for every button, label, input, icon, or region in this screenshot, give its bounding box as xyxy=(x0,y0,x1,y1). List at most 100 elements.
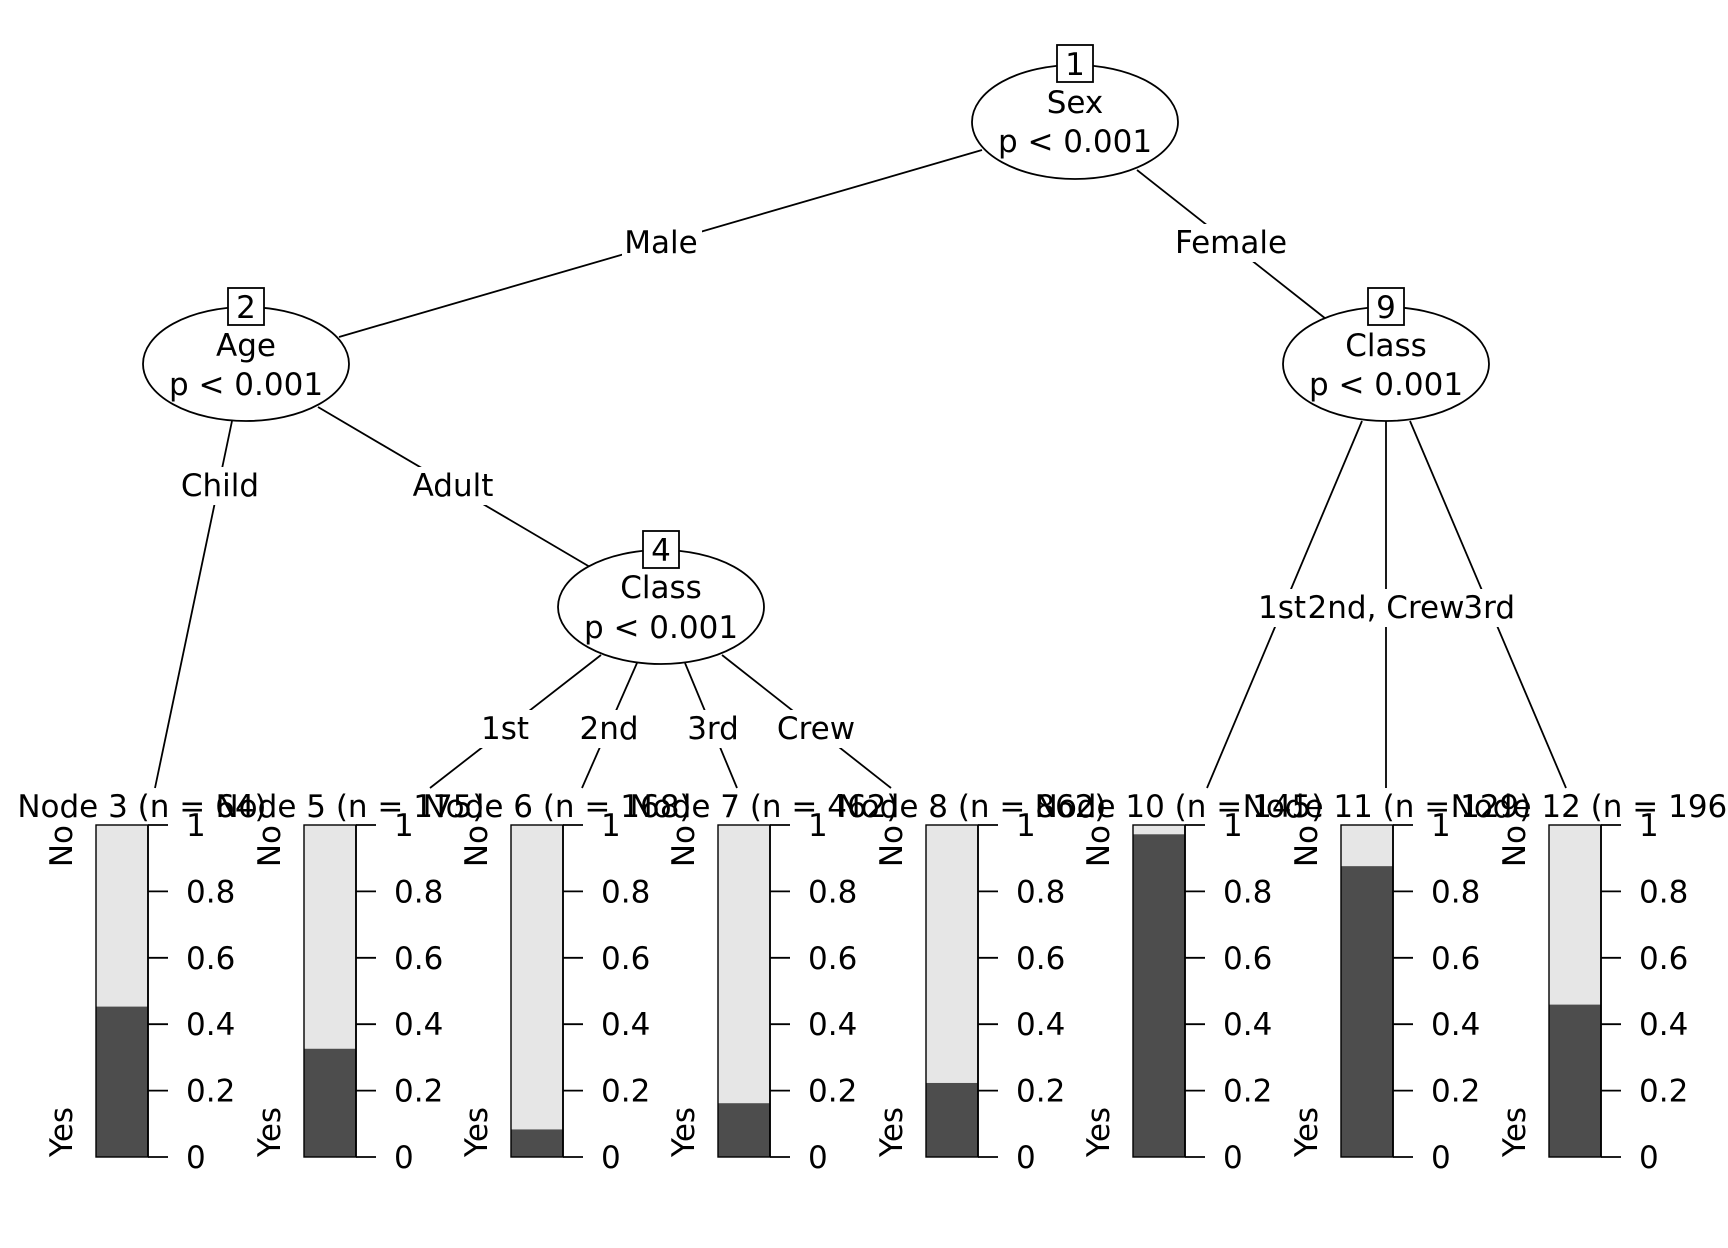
node-id-box xyxy=(1056,44,1094,83)
bar-axis-tick-label: 0.8 xyxy=(808,874,857,910)
bar-axis-tick-label: 0.6 xyxy=(1223,941,1272,977)
bar-axis-tick-label: 1 xyxy=(394,808,414,844)
bar-axis-tick-label: 0.8 xyxy=(186,874,235,910)
bar-axis-tick-label: 0 xyxy=(394,1140,414,1176)
bar-label-yes: Yes xyxy=(1081,1107,1117,1158)
bar-axis-tick-label: 0.2 xyxy=(1016,1074,1065,1110)
bar-axis-tick-label: 1 xyxy=(808,808,828,844)
bar-axis-tick-label: 0.4 xyxy=(1431,1007,1480,1043)
edge-labels: Male Female Child Adult 1st 2nd 3rd Crew… xyxy=(177,224,1518,748)
bar-label-yes: Yes xyxy=(666,1107,702,1158)
terminal-node-title: Node 10 (n = 145) xyxy=(1035,789,1324,825)
node-variable: Sex xyxy=(1047,85,1104,121)
bar-label-yes: Yes xyxy=(44,1107,80,1158)
bar-label-no: No xyxy=(252,825,288,867)
edge-label-child: Child xyxy=(181,468,259,504)
bar-yes-segment xyxy=(304,1048,356,1157)
bar-axis-tick-label: 1 xyxy=(1639,808,1659,844)
bar-axis-tick-label: 1 xyxy=(1431,808,1451,844)
bar-yes-segment xyxy=(718,1103,770,1157)
bar-label-no: No xyxy=(459,825,495,867)
edge-label-female-1st: 1st xyxy=(1258,590,1306,626)
node-pvalue: p < 0.001 xyxy=(584,610,738,646)
bar-label-yes: Yes xyxy=(1497,1107,1533,1158)
node-variable: Class xyxy=(1345,328,1427,364)
bar-axis-tick-label: 0.8 xyxy=(1639,874,1688,910)
edge-label-female: Female xyxy=(1175,225,1287,261)
edge-label-3rd: 3rd xyxy=(687,711,739,747)
edge-label-female-3rd: 3rd xyxy=(1463,590,1515,626)
bar-axis-tick-label: 0.2 xyxy=(1223,1074,1272,1110)
bar-yes-segment xyxy=(1341,866,1393,1157)
bar-axis-tick-label: 0.4 xyxy=(601,1007,650,1043)
bar-axis-tick-label: 0.4 xyxy=(186,1007,235,1043)
bar-yes-segment xyxy=(511,1129,563,1157)
bar-yes-segment xyxy=(1133,834,1185,1157)
edge-label-crew: Crew xyxy=(777,711,855,747)
bar-axis-tick-label: 0 xyxy=(1016,1140,1036,1176)
bar-axis-tick-label: 1 xyxy=(1016,808,1036,844)
bar-label-no: No xyxy=(44,825,80,867)
bar-axis-tick-label: 0.2 xyxy=(808,1074,857,1110)
bar-axis-tick-label: 0.2 xyxy=(186,1074,235,1110)
bar-label-no: No xyxy=(1497,825,1533,867)
bar-axis-tick-label: 1 xyxy=(1223,808,1243,844)
bar-axis-tick-label: 0.6 xyxy=(1431,941,1480,977)
edge-label-female-2nd-crew: 2nd, Crew xyxy=(1308,590,1465,626)
bar-axis-tick-label: 0.4 xyxy=(808,1007,857,1043)
edge-label-adult: Adult xyxy=(413,468,494,504)
tree-edges xyxy=(154,149,1567,789)
node-id: 9 xyxy=(1376,290,1396,326)
inner-node-1: Sex p < 0.001 1 xyxy=(971,44,1179,180)
bar-axis-tick-label: 0.8 xyxy=(394,874,443,910)
bar-yes-segment xyxy=(926,1082,978,1157)
node-pvalue: p < 0.001 xyxy=(1309,367,1463,403)
bar-label-yes: Yes xyxy=(874,1107,910,1158)
node-id: 2 xyxy=(236,290,256,326)
bar-axis-tick-label: 0.6 xyxy=(394,941,443,977)
bar-label-no: No xyxy=(666,825,702,867)
bar-axis-tick-label: 0.8 xyxy=(1223,874,1272,910)
bar-axis-tick-label: 0.6 xyxy=(1016,941,1065,977)
inner-node-9: Class p < 0.001 9 xyxy=(1282,287,1490,422)
node-id: 1 xyxy=(1065,47,1085,83)
bar-label-yes: Yes xyxy=(1289,1107,1325,1158)
bar-axis-tick-label: 0.6 xyxy=(601,941,650,977)
node-id-box xyxy=(1367,287,1405,326)
bar-label-yes: Yes xyxy=(252,1107,288,1158)
node-variable: Class xyxy=(620,570,702,606)
node-pvalue: p < 0.001 xyxy=(998,124,1152,160)
node-pvalue: p < 0.001 xyxy=(169,367,323,403)
bar-axis-tick-label: 0.6 xyxy=(808,941,857,977)
bar-axis-tick-label: 0.8 xyxy=(1431,874,1480,910)
bar-label-yes: Yes xyxy=(459,1107,495,1158)
terminal-node-title: Node 8 (n = 862) xyxy=(837,789,1106,825)
node-id: 4 xyxy=(651,533,671,569)
bar-no-segment xyxy=(511,825,563,1157)
node-id-box xyxy=(227,287,265,326)
bar-axis-tick-label: 0.2 xyxy=(1431,1074,1480,1110)
bar-axis-tick-label: 1 xyxy=(186,808,206,844)
bar-axis-tick-label: 0.6 xyxy=(186,941,235,977)
edge-label-male: Male xyxy=(624,225,697,261)
bar-axis-tick-label: 1 xyxy=(601,808,621,844)
bar-axis-tick-label: 0.4 xyxy=(1639,1007,1688,1043)
inner-node-4: Class p < 0.001 4 xyxy=(557,530,765,665)
bar-axis-tick-label: 0 xyxy=(601,1140,621,1176)
bar-axis-tick-label: 0.2 xyxy=(1639,1074,1688,1110)
bar-axis-tick-label: 0 xyxy=(1639,1140,1659,1176)
bar-no-segment xyxy=(718,825,770,1157)
bar-axis-tick-label: 0.6 xyxy=(1639,941,1688,977)
bar-axis-tick-label: 0.4 xyxy=(1016,1007,1065,1043)
edge-label-1st: 1st xyxy=(481,711,529,747)
terminal-node-title: Node 12 (n = 196) xyxy=(1451,789,1728,825)
terminal-node-title: Node 11 (n = 129) xyxy=(1243,789,1532,825)
bar-axis-tick-label: 0 xyxy=(1431,1140,1451,1176)
